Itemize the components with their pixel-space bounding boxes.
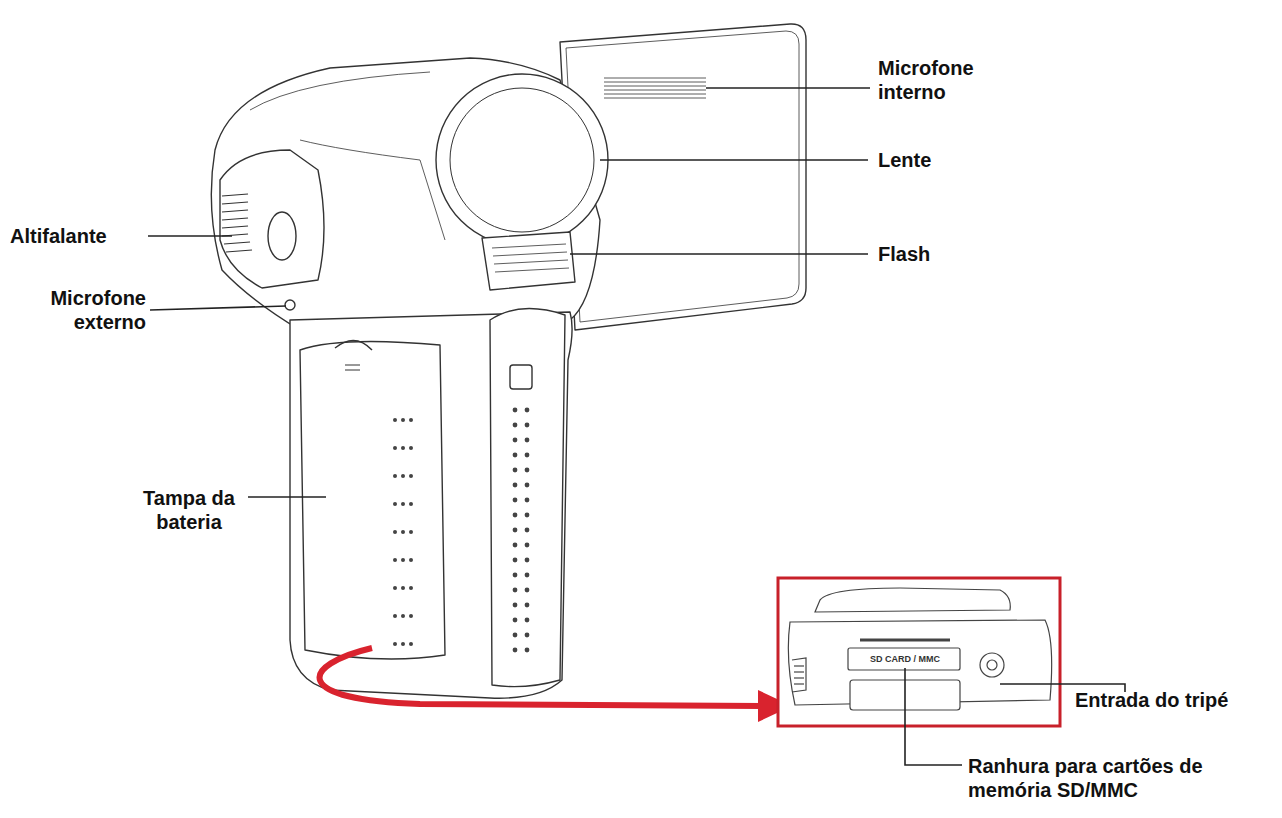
mic-jack bbox=[285, 300, 295, 310]
bottom-view-inset bbox=[778, 578, 1060, 726]
part-label: Ranhura para cartões de memória SD/MMC bbox=[968, 754, 1218, 802]
inset-text: SD CARD / MMC bbox=[853, 654, 957, 665]
speaker-grille bbox=[222, 194, 252, 252]
part-label: Microfone externo bbox=[10, 286, 146, 334]
pointer-arrow bbox=[320, 648, 762, 706]
part-label: Altifalante bbox=[10, 224, 210, 248]
part-label: Tampa da bateria bbox=[130, 486, 248, 534]
head-contour bbox=[250, 72, 430, 110]
strip-dots bbox=[513, 408, 530, 653]
part-label: Flash bbox=[878, 242, 1078, 266]
part-label: Microfone interno bbox=[878, 56, 1028, 104]
leader-lines bbox=[148, 88, 1125, 765]
flash-housing bbox=[482, 232, 575, 290]
battery-cover bbox=[300, 341, 445, 659]
front-strip bbox=[490, 309, 565, 687]
part-label: Entrada do tripé bbox=[1075, 688, 1280, 712]
grip-dots bbox=[393, 418, 413, 646]
mic-grille bbox=[604, 78, 706, 98]
part-label: Lente bbox=[878, 148, 1078, 172]
record-button bbox=[510, 365, 532, 389]
flash-lines bbox=[492, 244, 569, 272]
speaker-panel bbox=[220, 150, 324, 288]
battery-latch bbox=[335, 340, 372, 350]
lens-glass bbox=[450, 88, 594, 232]
speaker-button bbox=[268, 212, 296, 260]
camera-head bbox=[211, 58, 600, 330]
lens-ring bbox=[436, 74, 608, 246]
